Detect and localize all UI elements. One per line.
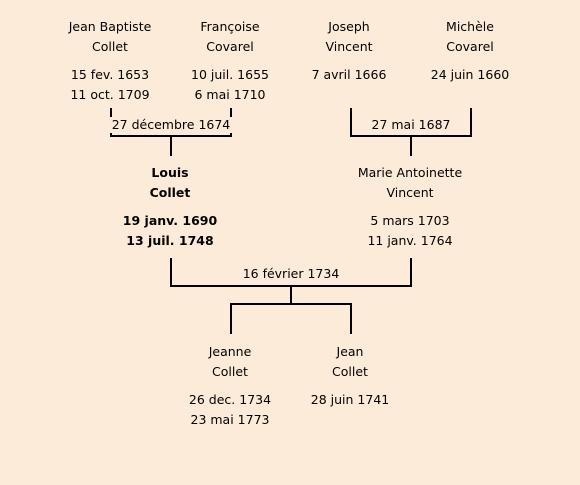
person-last-name: Covarel: [206, 39, 254, 54]
person-birth-date: 10 juil. 1655: [191, 67, 269, 82]
connector-line: [410, 258, 412, 287]
person-birth-date: 5 mars 1703: [370, 213, 450, 228]
person-birth-date: 26 dec. 1734: [188, 392, 272, 407]
person-last-name: Collet: [212, 364, 248, 379]
person-card-parent-mother: Marie Antoinette Vincent 5 mars 1703 11 …: [335, 163, 485, 251]
person-first-name: Joseph: [328, 19, 370, 34]
connector-line: [350, 303, 352, 334]
person-birth-date: 19 janv. 1690: [122, 213, 218, 228]
person-card-grandparent-1: Jean Baptiste Collet 15 fev. 1653 11 oct…: [35, 17, 185, 105]
person-card-grandparent-2: Françoise Covarel 10 juil. 1655 6 mai 17…: [155, 17, 305, 105]
person-first-name: Marie Antoinette: [357, 165, 463, 180]
person-last-name: Vincent: [325, 39, 373, 54]
person-first-name: Jean Baptiste: [68, 19, 152, 34]
person-card-child-1: Jeanne Collet 26 dec. 1734 23 mai 1773: [155, 342, 305, 430]
connector-line: [230, 303, 352, 305]
person-birth-date: 28 juin 1741: [310, 392, 390, 407]
connector-line: [350, 108, 352, 137]
person-last-name: Collet: [92, 39, 128, 54]
person-last-name: Collet: [149, 185, 191, 200]
connector-line: [170, 258, 172, 287]
person-death-date: 6 mai 1710: [194, 87, 266, 102]
person-card-parent-father: Louis Collet 19 janv. 1690 13 juil. 1748: [95, 163, 245, 251]
marriage-date-parents: 16 février 1734: [211, 266, 371, 282]
person-card-grandparent-3: Joseph Vincent 7 avril 1666: [274, 17, 424, 85]
person-card-grandparent-4: Michèle Covarel 24 juin 1660: [395, 17, 545, 85]
person-first-name: Louis: [151, 165, 189, 180]
person-birth-date: 24 juin 1660: [430, 67, 510, 82]
person-last-name: Collet: [332, 364, 368, 379]
marriage-date-paternal: 27 décembre 1674: [91, 117, 251, 133]
connector-line: [170, 135, 172, 156]
person-death-date: 23 mai 1773: [190, 412, 270, 427]
person-first-name: Jeanne: [208, 344, 252, 359]
person-last-name: Vincent: [386, 185, 434, 200]
person-birth-date: 7 avril 1666: [311, 67, 387, 82]
marriage-date-maternal: 27 mai 1687: [371, 117, 451, 133]
connector-line: [410, 135, 412, 156]
connector-line: [470, 108, 472, 137]
person-first-name: Jean: [336, 344, 364, 359]
person-card-child-2: Jean Collet 28 juin 1741: [275, 342, 425, 410]
person-first-name: Françoise: [200, 19, 260, 34]
person-death-date: 13 juil. 1748: [126, 233, 214, 248]
person-birth-date: 15 fev. 1653: [70, 67, 150, 82]
connector-line: [290, 285, 292, 305]
person-last-name: Covarel: [446, 39, 494, 54]
connector-line: [230, 303, 232, 334]
person-death-date: 11 janv. 1764: [367, 233, 453, 248]
person-death-date: 11 oct. 1709: [70, 87, 150, 102]
person-first-name: Michèle: [446, 19, 494, 34]
